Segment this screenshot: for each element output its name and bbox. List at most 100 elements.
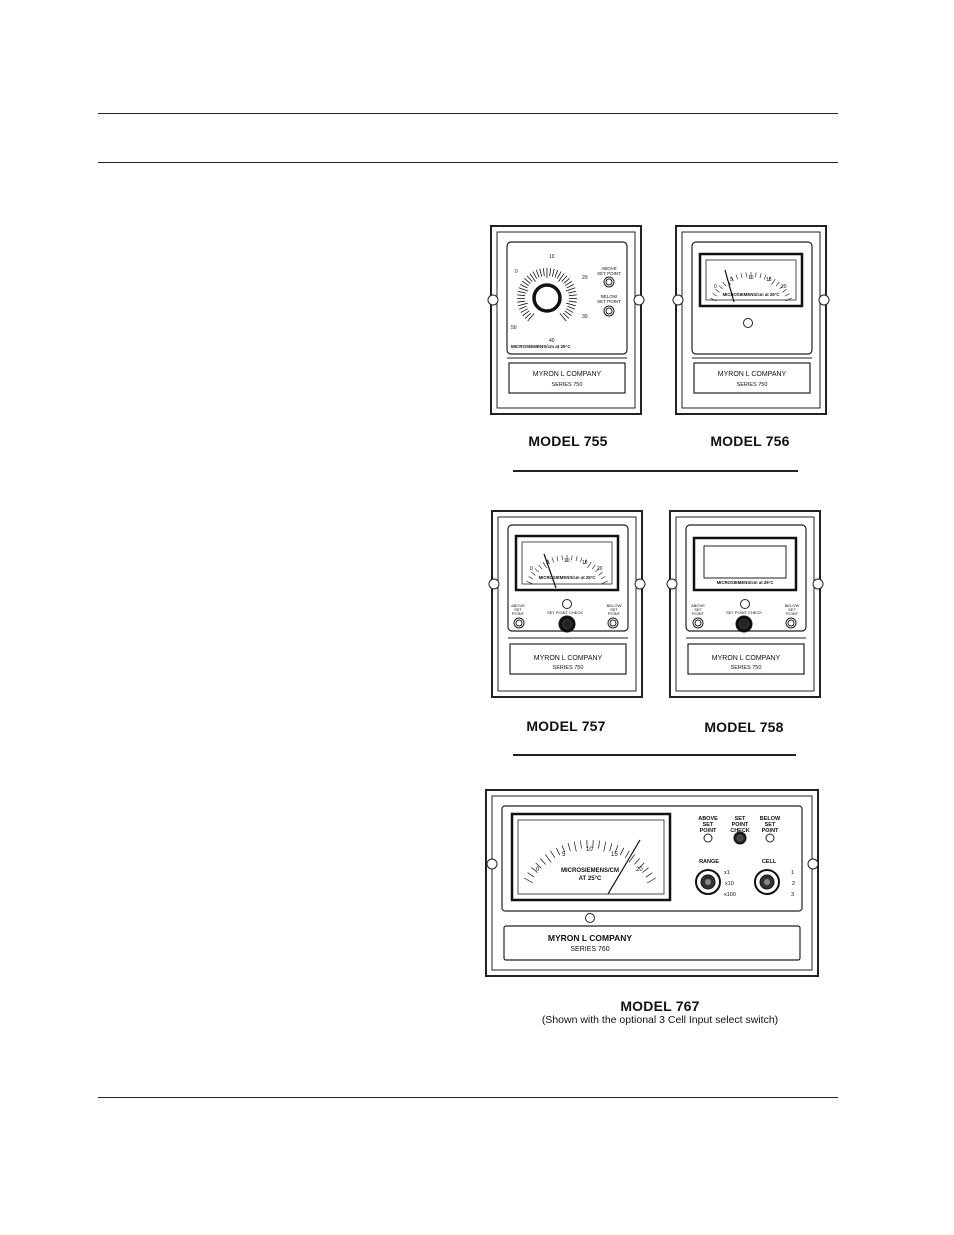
- caption-model-755: MODEL 755: [528, 433, 608, 449]
- scale-tick: [517, 294, 526, 297]
- scale-tick: [628, 854, 635, 863]
- company-name: MYRON L COMPANY: [718, 371, 787, 378]
- scale-tick: [531, 572, 536, 576]
- scale-tick: [535, 862, 542, 869]
- below-label-1: BELOW: [785, 603, 800, 608]
- scale-tick: [764, 274, 767, 280]
- below-label-1: BELOW: [760, 816, 781, 822]
- scale-tick: [524, 278, 531, 284]
- company-name: MYRON L COMPANY: [534, 655, 603, 662]
- above-label-2: SET: [694, 607, 702, 612]
- scale-tick: [534, 568, 539, 573]
- zero-adjust: [743, 318, 753, 328]
- scale-tick: [598, 572, 603, 576]
- scale-tick: [603, 841, 607, 852]
- scale-tick: [580, 557, 583, 563]
- meter-scale-10: 10: [586, 847, 593, 853]
- units-label: MICROSIEMENS/cm at 25°C: [539, 575, 596, 580]
- setpoint-knob: [532, 283, 562, 313]
- scale-tick: [567, 305, 575, 310]
- series-label: SERIES 760: [570, 946, 609, 953]
- scale-tick: [710, 297, 717, 302]
- cell-label: CELL: [762, 859, 777, 865]
- setpoint-dial: [516, 268, 578, 322]
- scale-tick: [528, 576, 534, 580]
- scale-tick: [768, 276, 771, 282]
- scale-tick: [526, 275, 533, 282]
- setpoint-check-label: SET POINT CHECK: [726, 610, 762, 615]
- scale-tick: [555, 847, 561, 856]
- scale-tick: [561, 845, 566, 853]
- scale-tick: [521, 280, 529, 287]
- above-indicator-lamp: [603, 276, 615, 288]
- scale-tick: [520, 284, 528, 289]
- meter-face: [521, 541, 613, 585]
- above-label-2: SET POINT: [597, 271, 621, 276]
- meter-face: [705, 259, 797, 301]
- meter-scale-15: 15: [766, 277, 772, 283]
- scale-tick: [563, 278, 570, 284]
- scale-tick: [759, 273, 762, 279]
- scale-tick: [527, 872, 535, 878]
- separator-1: [513, 470, 798, 472]
- mount-screw-left: [487, 294, 499, 306]
- scale-tick: [558, 273, 565, 282]
- meter-needle: [543, 553, 557, 589]
- caption-model-758: MODEL 758: [704, 719, 784, 735]
- check-label-3: CHECK: [730, 828, 750, 834]
- scale-tick: [520, 308, 528, 313]
- model-758-illustration: MICROSIEMENS/cm at 25°C ABOVE SET POINT …: [666, 510, 824, 698]
- model-755-illustration: 0 10 20 30 40 50 ABOVE SET POINT BELOW S…: [487, 225, 645, 415]
- nameplate: [693, 362, 811, 394]
- scale-tick: [551, 557, 554, 563]
- meter-scale-arc: [710, 272, 792, 302]
- header-rule-top: [98, 113, 838, 114]
- scale-tick: [566, 302, 577, 307]
- scale-tick: [551, 268, 555, 277]
- scale-tick: [735, 274, 738, 280]
- scale-tick: [542, 268, 545, 277]
- meter-scale-0: 0: [536, 867, 540, 873]
- meter-scale-0: 0: [714, 284, 717, 290]
- scale-tick: [568, 294, 577, 297]
- meter-scale-10: 10: [748, 275, 754, 281]
- scale-tick: [556, 271, 562, 279]
- scale-tick: [782, 289, 787, 293]
- above-label-1: ABOVE: [691, 603, 705, 608]
- nameplate: [687, 643, 805, 675]
- scale-tick: [564, 310, 572, 316]
- scale-tick: [755, 272, 757, 278]
- units-line-1: MICROSIEMENS/CM: [561, 868, 619, 874]
- cell-option-1: 1: [791, 870, 794, 876]
- setpoint-check-label: SET POINT CHECK: [547, 610, 583, 615]
- scale-tick: [561, 555, 563, 561]
- scale-tick: [517, 290, 526, 294]
- below-indicator-lamp: [607, 617, 619, 629]
- above-indicator-lamp: [692, 617, 704, 629]
- scale-tick: [561, 275, 568, 282]
- nameplate: [509, 643, 627, 675]
- nameplate: [508, 362, 626, 394]
- series-label: SERIES 750: [552, 382, 583, 388]
- meter-scale-arc: [526, 555, 608, 585]
- zero-adjust: [740, 599, 750, 609]
- scale-tick: [538, 564, 543, 570]
- cell-option-2: 2: [792, 881, 795, 887]
- scale-tick: [619, 847, 625, 856]
- above-label-3: POINT: [692, 611, 705, 616]
- scale-tick: [547, 559, 550, 565]
- below-label-2: SET POINT: [597, 299, 621, 304]
- meter-face: [517, 819, 665, 895]
- model-756-illustration: 0 5 10 15 20 MICROSIEMENS/cm at 25°C MYR…: [672, 225, 830, 415]
- caption-model-756: MODEL 756: [710, 433, 790, 449]
- meter-scale-arc: [524, 840, 656, 884]
- cell-option-3: 3: [791, 892, 794, 898]
- scale-tick: [565, 287, 576, 292]
- display-bezel: [692, 536, 798, 592]
- zero-adjust: [585, 913, 595, 923]
- above-label-1: ABOVE: [698, 816, 718, 822]
- scale-tick: [531, 867, 538, 873]
- scale-tick: [527, 313, 535, 322]
- meter-scale-15: 15: [582, 560, 588, 566]
- meter-scale-15: 15: [611, 852, 618, 858]
